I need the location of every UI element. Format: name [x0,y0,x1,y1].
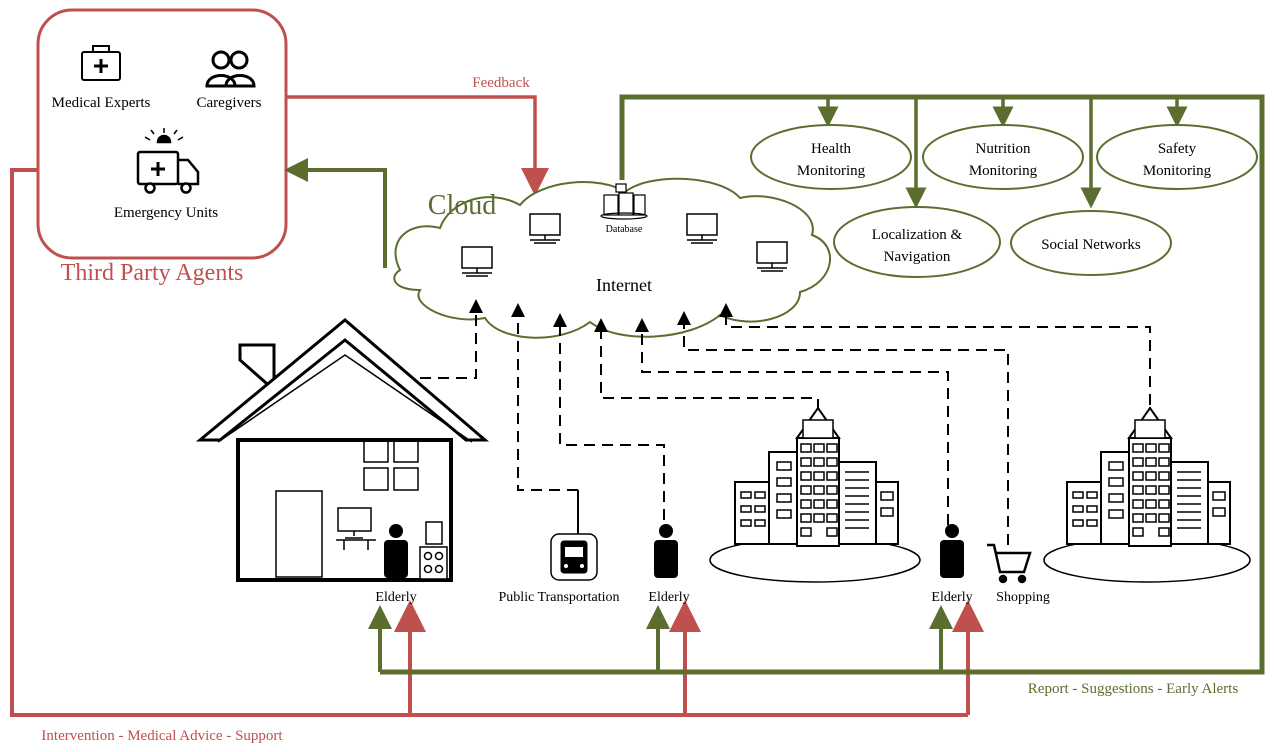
shopping-cart-icon [987,543,1032,584]
computer-icons [461,213,788,277]
safety-line2: Monitoring [1143,163,1212,179]
caregivers-icon [205,50,256,88]
feedback-label: Feedback [472,75,530,91]
elderly-city-label: Elderly [931,590,972,605]
report-arrows [284,158,953,672]
elderly-home-label: Elderly [375,590,416,605]
health-monitoring-node [750,124,912,190]
tv-icon [336,507,376,550]
database-icon [600,183,648,220]
localization-node [833,206,1001,278]
elderly-person-icons [384,524,964,578]
social-networks-label: Social Networks [1041,237,1141,253]
health-line1: Health [811,141,851,157]
computer-icon [686,213,718,244]
database-label: Database [606,224,643,235]
health-line2: Monitoring [797,163,866,179]
public-transportation-label: Public Transportation [499,590,620,605]
ambulance-icon [136,128,200,194]
report-label: Report - Suggestions - Early Alerts [1028,681,1239,697]
person-icon [940,524,964,578]
city-buildings-2 [1043,406,1251,583]
localization-line1: Localization & [872,227,963,243]
third-party-box [36,8,288,260]
safety-line1: Safety [1158,141,1197,157]
computer-icon [461,246,493,277]
computer-icon [756,241,788,272]
nutrition-line1: Nutrition [976,141,1031,157]
third-party-title: Third Party Agents [61,260,244,286]
caregivers-label: Caregivers [197,95,262,111]
data-links [420,299,1151,545]
safety-monitoring-node [1096,124,1258,190]
emergency-units-label: Emergency Units [114,205,218,221]
shopping-label: Shopping [996,590,1050,605]
diagram-labels: Medical Experts Caregivers Emergency Uni… [41,75,1238,744]
intervention-loop [10,168,984,717]
social-networks-node [1010,210,1172,276]
service-ellipses [750,124,1258,278]
nutrition-line2: Monitoring [969,163,1038,179]
cloud-shape [393,177,832,339]
computer-icon [529,213,561,244]
feedback-arrow [286,95,549,196]
cloud-title: Cloud [428,190,496,221]
medical-experts-label: Medical Experts [52,95,151,111]
city-buildings-1 [709,406,921,583]
nutrition-monitoring-node [922,124,1084,190]
localization-line2: Navigation [884,249,951,265]
bus-icon [550,490,598,581]
report-loop [380,94,1265,675]
service-arrows [817,97,1188,209]
intervention-label: Intervention - Medical Advice - Support [41,728,283,744]
person-icon [654,524,678,578]
house [195,318,490,582]
stove-icon [419,521,448,580]
internet-label: Internet [596,275,652,295]
elderly-street-label: Elderly [648,590,689,605]
medical-kit-icon [81,45,121,81]
person-icon [384,524,408,578]
